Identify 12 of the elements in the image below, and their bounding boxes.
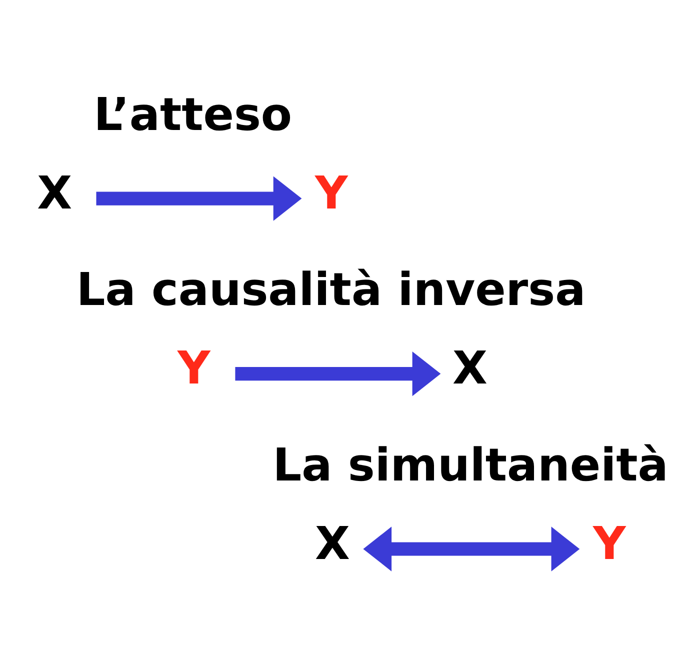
node-text: Y [592, 516, 626, 570]
arrow [235, 350, 441, 396]
node-text: Y [315, 166, 348, 219]
node-text: X [452, 341, 488, 394]
arrow [96, 176, 302, 220]
label: L’atteso [94, 87, 292, 140]
label: La simultaneità [272, 438, 668, 491]
label: La causalità inversa [76, 262, 586, 316]
node-text: X [315, 516, 350, 570]
node-text: X [37, 166, 72, 219]
node-text: Y [178, 341, 210, 394]
arrow [363, 526, 580, 571]
